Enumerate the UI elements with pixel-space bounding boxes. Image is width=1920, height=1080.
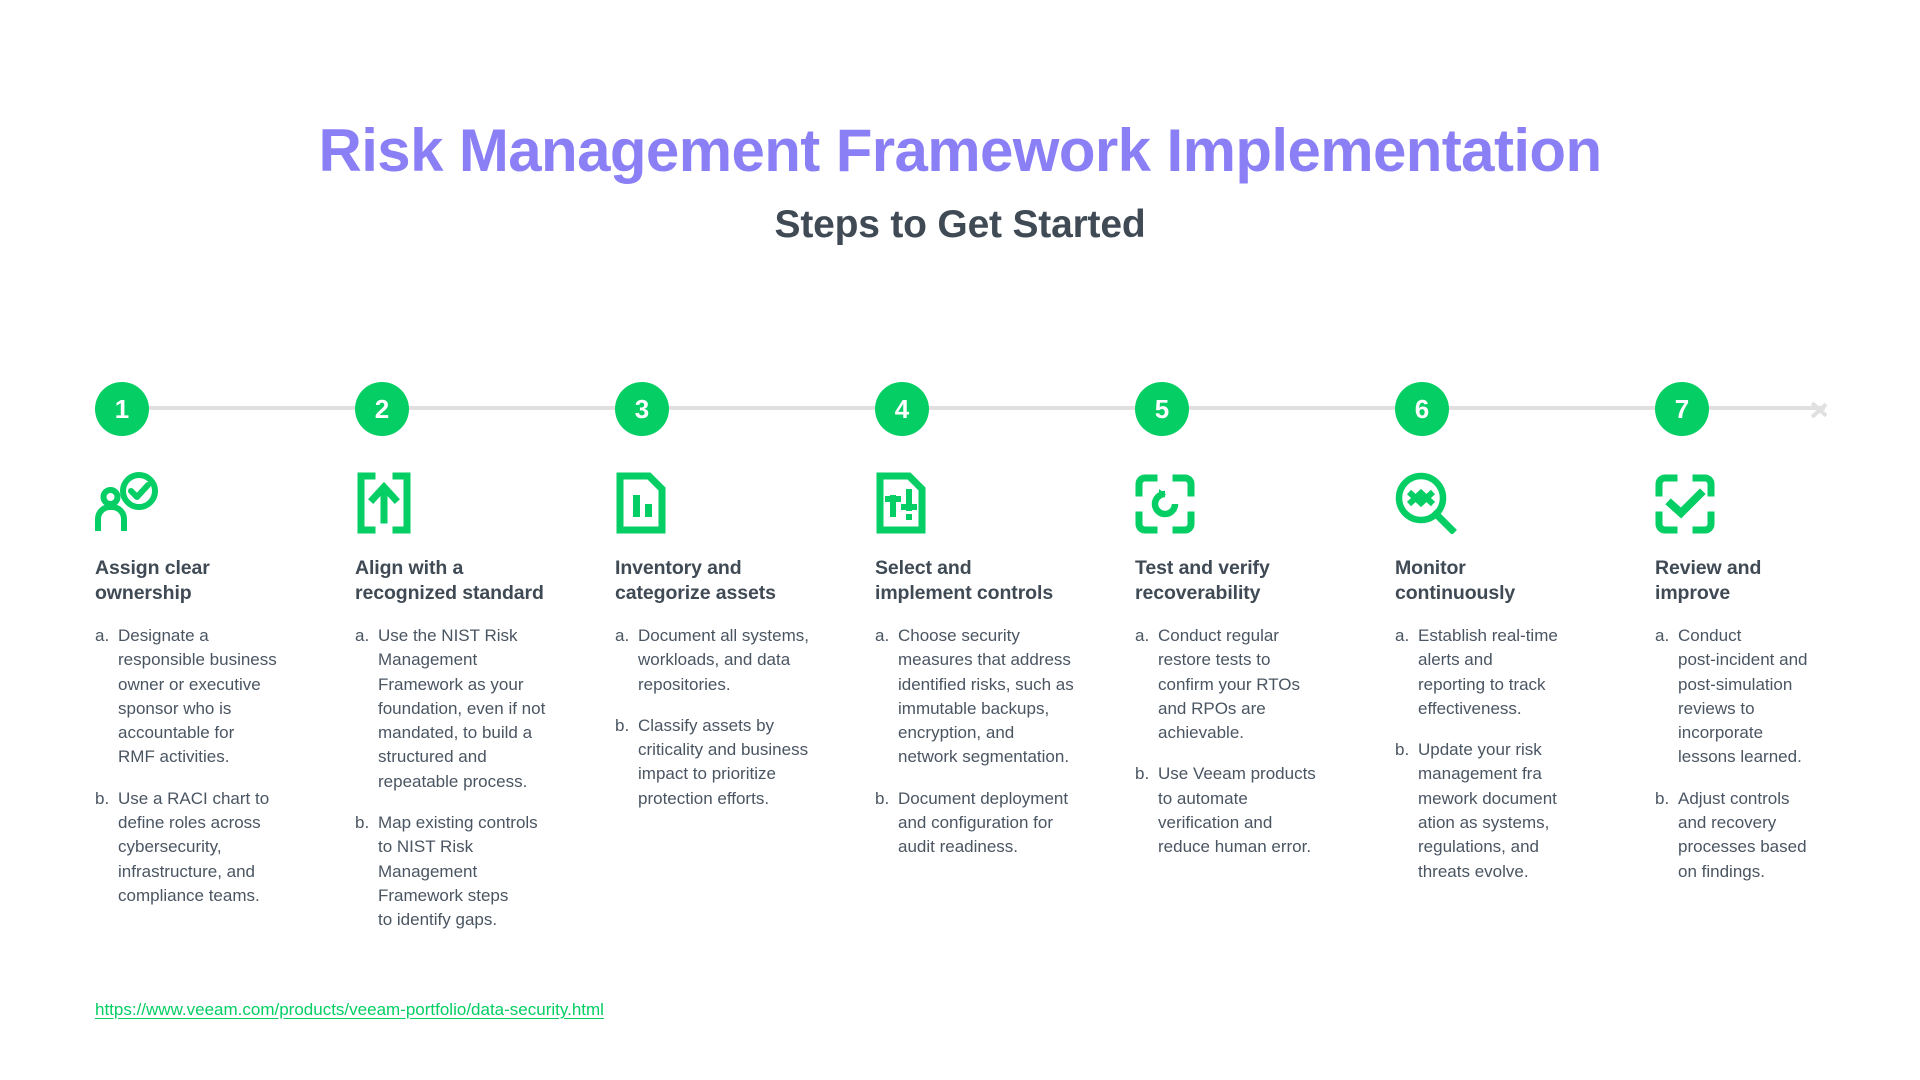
- bullet-marker: b.: [1655, 788, 1670, 808]
- list-item: a. Establish real-time alerts and report…: [1395, 624, 1623, 721]
- bullet-text: Classify assets by criticality and busin…: [638, 715, 809, 808]
- magnifier-monitor-icon: [1395, 462, 1623, 534]
- step-number-badge: 6: [1395, 382, 1449, 436]
- step-column-2: Align with a recognized standard a. Use …: [355, 462, 615, 949]
- bullet-marker: a.: [1395, 625, 1410, 645]
- step-head-5: 5: [1135, 382, 1395, 436]
- bullet-marker: a.: [1655, 625, 1670, 645]
- step-number-badge: 2: [355, 382, 409, 436]
- bullet-marker: b.: [615, 715, 630, 735]
- bullet-marker: b.: [875, 788, 890, 808]
- step-title: Align with a recognized standard: [355, 557, 544, 604]
- step-column-4: Select and implement controls a. Choose …: [875, 462, 1135, 949]
- step-head-3: 3: [615, 382, 875, 436]
- step-number-badge: 1: [95, 382, 149, 436]
- list-item: a. Conduct regular restore tests to conf…: [1135, 624, 1363, 745]
- step-bullets: a. Use the NIST Risk Management Framewor…: [355, 624, 583, 933]
- list-item: b. Use a RACI chart to define roles acro…: [95, 787, 323, 908]
- step-title: Monitor continuously: [1395, 557, 1516, 604]
- bullet-text: Use a RACI chart to define roles across …: [118, 788, 270, 905]
- brackets-up-arrow-icon: [355, 462, 583, 534]
- step-column-7: Review and improve a. Conduct post-incid…: [1655, 462, 1915, 949]
- restore-scan-icon: [1135, 462, 1363, 534]
- list-item: a. Document all systems, workloads, and …: [615, 624, 843, 697]
- step-number-badge: 7: [1655, 382, 1709, 436]
- person-check-icon: [95, 462, 323, 534]
- list-item: a. Conduct post-incident and post-simula…: [1655, 624, 1883, 770]
- bullet-text: Use the NIST Risk Management Framework a…: [378, 625, 546, 791]
- page-title: Risk Management Framework Implementation: [318, 117, 1603, 184]
- check-scan-icon: [1655, 462, 1883, 534]
- list-item: b. Update your risk management fra mewor…: [1395, 738, 1623, 884]
- bullet-marker: a.: [355, 625, 370, 645]
- timeline-track: [109, 406, 1825, 410]
- step-column-1: Assign clear ownership a. Designate a re…: [95, 462, 355, 949]
- step-number-badge: 4: [875, 382, 929, 436]
- bullet-marker: a.: [875, 625, 890, 645]
- list-item: b. Map existing controls to NIST Risk Ma…: [355, 811, 583, 932]
- bullet-marker: a.: [615, 625, 630, 645]
- step-bullets: a. Establish real-time alerts and report…: [1395, 624, 1623, 884]
- step-head-7: 7: [1655, 382, 1915, 436]
- bullet-text: Document all systems, workloads, and dat…: [638, 625, 809, 694]
- step-head-2: 2: [355, 382, 615, 436]
- step-title: Review and improve: [1655, 557, 1762, 604]
- document-bar-chart-icon: [615, 462, 843, 534]
- page-subtitle: Steps to Get Started: [774, 203, 1146, 246]
- bullet-marker: b.: [1135, 764, 1150, 784]
- bullet-text: Conduct regular restore tests to confirm…: [1158, 625, 1301, 743]
- step-number-badge: 3: [615, 382, 669, 436]
- steps-columns: Assign clear ownership a. Designate a re…: [95, 462, 1835, 949]
- bullet-text: Designate a responsible business owner o…: [118, 625, 277, 767]
- step-title: Select and implement controls: [875, 557, 1054, 604]
- document-sliders-icon: [875, 462, 1103, 534]
- bullet-text: Update your risk management fra mework d…: [1418, 740, 1557, 881]
- step-head-4: 4: [875, 382, 1135, 436]
- list-item: b. Use Veeam products to automate verifi…: [1135, 762, 1363, 859]
- list-item: b. Document deployment and configuration…: [875, 787, 1103, 860]
- bullet-marker: b.: [95, 788, 110, 808]
- step-head-6: 6: [1395, 382, 1655, 436]
- bullet-text: Map existing controls to NIST Risk Manag…: [378, 812, 538, 930]
- footer: https://www.veeam.com/products/veeam-por…: [95, 1000, 604, 1020]
- step-number-row: 1 2 3 4 5 6 7: [95, 382, 1835, 436]
- step-column-5: Test and verify recoverability a. Conduc…: [1135, 462, 1395, 949]
- list-item: a. Use the NIST Risk Management Framewor…: [355, 624, 583, 794]
- step-number-badge: 5: [1135, 382, 1189, 436]
- step-title: Test and verify recoverability: [1135, 557, 1270, 604]
- step-column-6: Monitor continuously a. Establish real-t…: [1395, 462, 1655, 949]
- list-item: a. Designate a responsible business owne…: [95, 624, 323, 770]
- step-title: Assign clear ownership: [95, 557, 210, 604]
- bullet-text: Conduct post-incident and post-simulatio…: [1678, 625, 1808, 767]
- list-item: b. Adjust controls and recovery processe…: [1655, 787, 1883, 884]
- bullet-marker: b.: [355, 812, 370, 832]
- bullet-marker: a.: [95, 625, 110, 645]
- bullet-text: Adjust controls and recovery processes b…: [1678, 788, 1807, 881]
- step-bullets: a. Conduct regular restore tests to conf…: [1135, 624, 1363, 860]
- step-bullets: a. Choose security measures that address…: [875, 624, 1103, 860]
- step-column-3: Inventory and categorize assets a. Docum…: [615, 462, 875, 949]
- step-head-1: 1: [95, 382, 355, 436]
- list-item: a. Choose security measures that address…: [875, 624, 1103, 770]
- bullet-text: Choose security measures that address id…: [898, 625, 1074, 767]
- list-item: b. Classify assets by criticality and bu…: [615, 714, 843, 811]
- bullet-text: Use Veeam products to automate verificat…: [1158, 764, 1316, 857]
- bullet-text: Establish real-time alerts and reporting…: [1418, 625, 1558, 718]
- bullet-text: Document deployment and configuration fo…: [898, 788, 1069, 857]
- source-link[interactable]: https://www.veeam.com/products/veeam-por…: [95, 1000, 604, 1019]
- bullet-marker: b.: [1395, 740, 1410, 760]
- step-title: Inventory and categorize assets: [615, 557, 776, 604]
- bullet-marker: a.: [1135, 625, 1150, 645]
- step-bullets: a. Document all systems, workloads, and …: [615, 624, 843, 811]
- step-bullets: a. Designate a responsible business owne…: [95, 624, 323, 908]
- header: Risk Management Framework Implementation…: [0, 118, 1920, 247]
- step-bullets: a. Conduct post-incident and post-simula…: [1655, 624, 1883, 884]
- timeline: 1 2 3 4 5 6 7: [95, 382, 1835, 436]
